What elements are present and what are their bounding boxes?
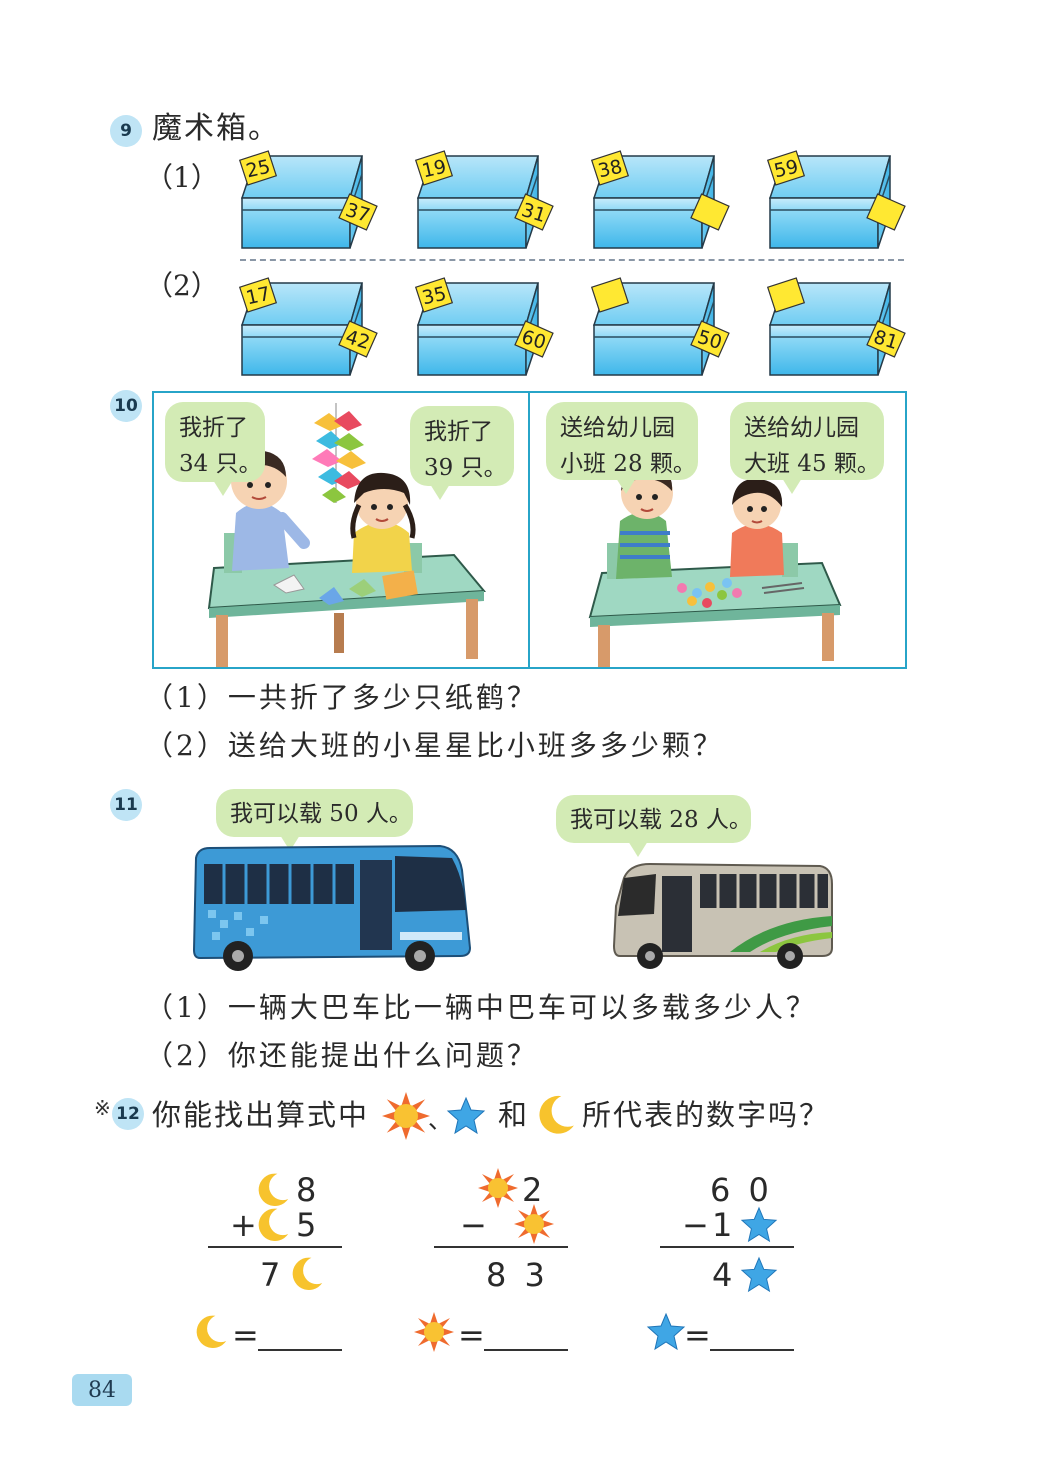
eq1-moon-top — [254, 1172, 290, 1208]
children-making-stars-illustration — [588, 464, 842, 667]
answer-sun-blank[interactable] — [484, 1349, 568, 1351]
answer-star-blank[interactable] — [710, 1349, 794, 1351]
eq2-operator: − — [460, 1206, 487, 1244]
dashed-divider — [240, 259, 904, 261]
big-bus-illustration — [192, 844, 472, 971]
mid-bus-illustration — [612, 862, 833, 969]
speech-bubble-girl-cranes: 我折了 39 只。 — [410, 406, 514, 500]
eq3-mid-digit: 1 — [712, 1206, 733, 1244]
answer-sun-equals: = — [458, 1316, 485, 1354]
magic-box-grid: 25 37 19 31 38 59 17 42 35 60 50 81 — [238, 150, 906, 376]
eq1-result-digit: 7 — [260, 1256, 281, 1294]
question-number-10: 10 — [110, 390, 142, 422]
answer-moon-blank[interactable] — [258, 1349, 342, 1351]
moon-icon — [534, 1094, 576, 1136]
eq3-result-digit: 4 — [712, 1256, 733, 1294]
eq1-rule — [208, 1246, 342, 1248]
box-row2-4-output-tag: 81 — [866, 320, 906, 358]
box-row2-2-input-tag: 35 — [414, 277, 454, 313]
eq3-star-mid — [740, 1206, 778, 1244]
eq2-top-digit: 2 — [522, 1171, 543, 1209]
panel-divider — [528, 391, 530, 669]
eq2-result: 8 3 — [486, 1256, 549, 1294]
q12-text-b: 和 — [498, 1098, 530, 1132]
speech-bubble-boy-stars: 送给幼儿园 小班 28 颗。 — [546, 402, 698, 494]
box-row1-2-output-tag: 31 — [514, 193, 554, 231]
box-row1-3-output-tag — [690, 193, 730, 231]
box-row1-2-input-tag: 19 — [414, 150, 454, 186]
q12-separator: 、 — [428, 1106, 454, 1134]
box-row1-3-input-tag-value: 38 — [596, 156, 624, 183]
eq2-sun-mid — [514, 1204, 554, 1244]
children-folding-cranes-illustration — [207, 403, 487, 667]
speech-bubble-boy-cranes: 我折了 34 只。 — [165, 402, 265, 496]
box-row1-4-output-tag — [866, 193, 906, 231]
q11-sub2: （2）你还能提出什么问题？ — [145, 1039, 538, 1072]
box-row2-1-output-tag: 42 — [338, 320, 378, 358]
q9-title: 魔术箱。 — [152, 111, 280, 146]
box-row1-4-input-tag: 59 — [766, 150, 806, 186]
eq3-top: 6 0 — [710, 1171, 773, 1209]
q12-text-c: 所代表的数字吗？ — [582, 1098, 831, 1132]
box-row2-2-output-tag: 60 — [514, 320, 554, 358]
box-row1-2-input-tag-value: 19 — [420, 156, 448, 183]
eq1-operator: + — [230, 1206, 257, 1244]
q10-sub2: （2）送给大班的小星星比小班多多少颗？ — [145, 729, 724, 762]
eq1-top-digit: 8 — [296, 1171, 317, 1209]
answer-star-equals: = — [684, 1316, 711, 1354]
eq1-moon-mid — [254, 1207, 290, 1243]
page-number: 84 — [72, 1374, 132, 1406]
question-number-12: 12 — [112, 1098, 144, 1130]
box-row1-1-input-tag: 25 — [238, 150, 278, 186]
q10-sub1: （1）一共折了多少只纸鹤？ — [145, 681, 538, 714]
box-row1-1-input-tag-value: 25 — [244, 156, 272, 183]
eq3-rule — [660, 1246, 794, 1248]
eq1-mid-digit: 5 — [296, 1206, 317, 1244]
optional-mark: ※ — [94, 1096, 111, 1120]
box-row2-3-input-tag — [590, 277, 630, 313]
box-row1-3-input-tag: 38 — [590, 150, 630, 186]
box-row1-1-output-tag: 37 — [338, 193, 378, 231]
eq2-rule — [434, 1246, 568, 1248]
speech-bubble-girl-stars: 送给幼儿园 大班 45 颗。 — [730, 402, 884, 494]
box-row2-2-input-tag-value: 35 — [420, 283, 448, 310]
answer-star-icon — [646, 1312, 686, 1352]
q9-part1-label: （1） — [145, 161, 219, 194]
box-row2-1-input-tag: 17 — [238, 277, 278, 313]
eq1-moon-result — [288, 1256, 324, 1292]
question-number-11: 11 — [110, 789, 142, 821]
q11-sub1: （1）一辆大巴车比一辆中巴车可以多载多少人？ — [145, 991, 817, 1024]
answer-moon-equals: = — [232, 1316, 259, 1354]
star-icon — [446, 1096, 486, 1136]
sun-icon — [382, 1092, 430, 1140]
answer-sun-icon — [414, 1312, 454, 1352]
box-row2-1-input-tag-value: 17 — [244, 283, 272, 310]
answer-moon-icon — [192, 1314, 228, 1350]
box-row1-4-input-tag-value: 59 — [772, 156, 800, 183]
speech-bubble-big-bus: 我可以载 50 人。 — [216, 789, 413, 851]
q9-part2-label: （2） — [145, 269, 219, 302]
eq2-sun-top — [478, 1168, 518, 1208]
box-row2-3-output-tag: 50 — [690, 320, 730, 358]
eq3-operator: − — [682, 1206, 709, 1244]
eq3-star-result — [740, 1256, 778, 1294]
question-number-9: 9 — [110, 115, 142, 147]
speech-bubble-mid-bus: 我可以载 28 人。 — [556, 795, 752, 857]
box-row2-4-input-tag — [766, 277, 806, 313]
q12-text-a: 你能找出算式中 — [152, 1098, 370, 1132]
